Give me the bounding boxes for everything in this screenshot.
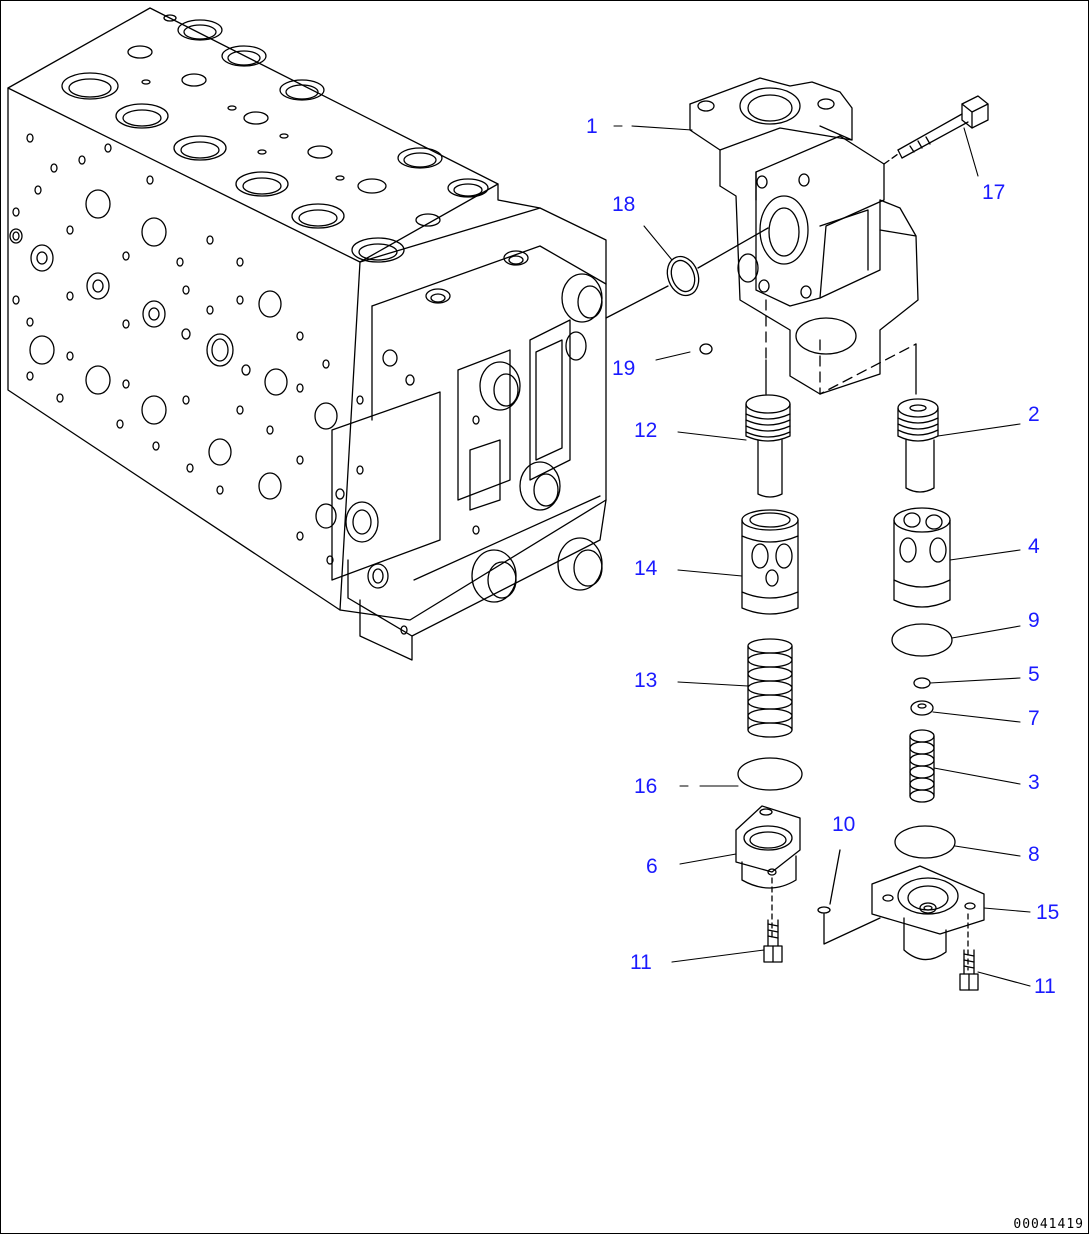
callout-8: 8 — [1028, 843, 1040, 866]
callout-18: 18 — [612, 193, 636, 216]
callout-9: 9 — [1028, 609, 1040, 632]
cover-15 — [871, 865, 985, 961]
pin-19 — [699, 343, 713, 355]
callout-10: 10 — [832, 813, 856, 836]
figure-number: 00041419 — [1013, 1217, 1084, 1232]
spring-13 — [747, 638, 793, 738]
cover-6 — [735, 805, 801, 889]
o-ring-9 — [891, 623, 953, 657]
callout-6: 6 — [646, 855, 658, 878]
leader-lines — [613, 125, 1031, 987]
callout-2: 2 — [1028, 403, 1040, 426]
callout-11-left: 11 — [630, 951, 652, 974]
sleeve-14 — [741, 509, 799, 615]
small-bolt-holes — [12, 133, 364, 565]
washer-5 — [913, 677, 931, 689]
callout-5: 5 — [1028, 663, 1040, 686]
bolt-17 — [883, 95, 989, 165]
relief-valve-housing — [689, 77, 919, 395]
callout-19: 19 — [612, 357, 636, 380]
o-ring-16 — [737, 757, 803, 791]
sleeve-4 — [893, 507, 951, 608]
o-ring-18 — [605, 227, 769, 319]
callout-4: 4 — [1028, 535, 1040, 558]
callout-12: 12 — [634, 419, 658, 442]
callout-14: 14 — [634, 557, 658, 580]
callout-13: 13 — [634, 669, 658, 692]
pin-10 — [817, 849, 881, 945]
callout-3: 3 — [1028, 771, 1040, 794]
callout-1: 1 — [586, 115, 598, 138]
spring-3 — [909, 729, 935, 803]
callout-15: 15 — [1036, 901, 1060, 924]
callout-17: 17 — [982, 181, 1006, 204]
seat-7 — [910, 700, 934, 716]
control-valve-body — [7, 7, 607, 661]
o-ring-8 — [894, 825, 956, 859]
callout-7: 7 — [1028, 707, 1040, 730]
piston-12 — [745, 394, 791, 498]
bolt-11-left — [763, 877, 783, 963]
bolt-11-right — [959, 913, 979, 991]
callout-11-right: 11 — [1034, 975, 1056, 998]
piston-2 — [897, 398, 939, 493]
callout-16: 16 — [634, 775, 658, 798]
